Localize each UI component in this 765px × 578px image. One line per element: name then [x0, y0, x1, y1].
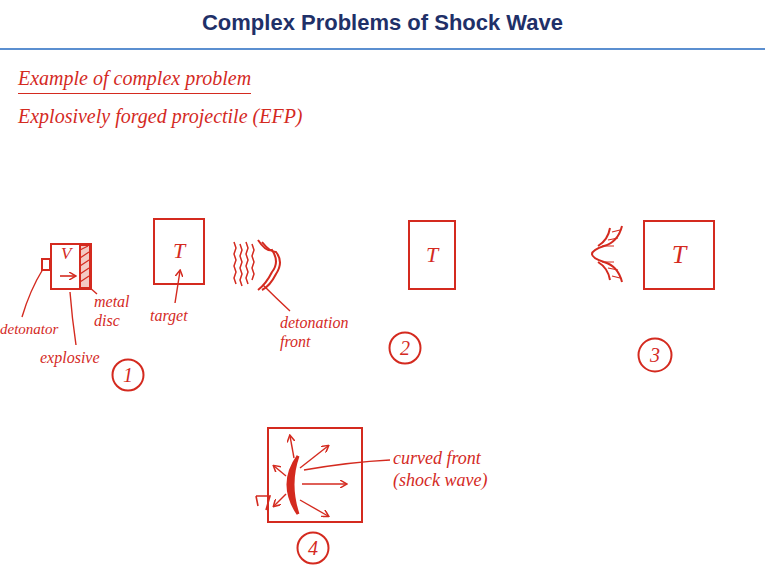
callout-number: 3 — [637, 337, 673, 373]
part-label: metal disc — [94, 292, 142, 330]
part-label: target — [150, 306, 188, 325]
callout-circle — [298, 533, 329, 564]
node-text: V — [61, 245, 71, 264]
heading-note: Explosively forged projectile (EFP) — [18, 104, 303, 128]
node-text: 4 — [308, 537, 318, 559]
leader-line — [70, 292, 76, 345]
node-text: T — [672, 241, 686, 270]
callout-circle — [113, 360, 144, 391]
heading-note: Example of complex problem — [18, 66, 251, 94]
explosive-charge: V — [50, 243, 92, 290]
node-text: 1 — [123, 364, 133, 386]
callout-number: 1 — [111, 358, 145, 392]
velocity-arrow — [60, 275, 75, 277]
target-block — [268, 428, 362, 522]
leader-line — [304, 460, 390, 470]
title-rule — [0, 48, 765, 50]
leader-line — [22, 269, 43, 317]
part-label: detonation front — [280, 313, 360, 351]
wave-arrow — [300, 446, 328, 468]
wave-arrow — [300, 500, 328, 516]
callout-circle — [390, 333, 421, 364]
node-text: 2 — [400, 337, 410, 359]
metal-disc — [80, 245, 90, 288]
projectile-symbol — [256, 496, 270, 510]
callout-number: 4 — [296, 531, 330, 565]
projectile-hatch — [602, 230, 620, 278]
disc-hatch — [80, 246, 89, 282]
deforming-disc — [262, 242, 280, 290]
wave-arrow — [290, 436, 294, 458]
detonator-symbol — [42, 259, 50, 270]
callout-circle — [639, 339, 672, 372]
leader-arrow — [175, 271, 180, 303]
node-text: T — [173, 239, 185, 263]
node-text: 3 — [650, 344, 660, 366]
callout-number: 2 — [388, 331, 422, 365]
projectile-outline — [598, 228, 610, 280]
leader-line — [263, 285, 290, 311]
figure-three — [592, 226, 622, 282]
target-block: T — [408, 220, 456, 290]
projectile-outline — [592, 226, 622, 282]
wave-arrow — [274, 466, 286, 476]
slide-title: Complex Problems of Shock Wave — [0, 10, 765, 36]
wave-arrow — [302, 483, 346, 484]
part-label: explosive — [40, 348, 100, 367]
part-label: curved front (shock wave) — [393, 448, 513, 491]
part-label: detonator — [0, 320, 58, 338]
node-text: T — [426, 243, 438, 267]
wave-arrow — [274, 494, 286, 506]
detonation-products — [234, 242, 254, 286]
target-block: T — [153, 218, 205, 285]
curved-front — [288, 456, 298, 514]
figure-two — [234, 240, 290, 311]
figure-four — [256, 428, 390, 522]
target-block: T — [643, 220, 715, 290]
